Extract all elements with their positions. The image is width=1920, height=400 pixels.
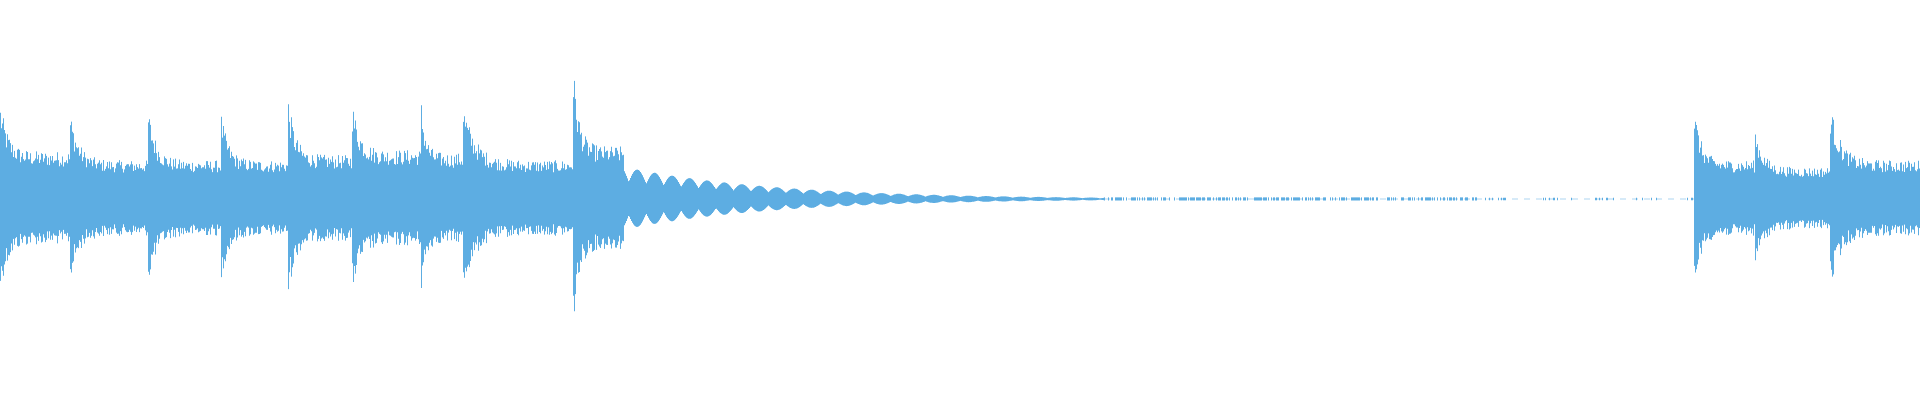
waveform-bars: [0, 80, 1920, 312]
